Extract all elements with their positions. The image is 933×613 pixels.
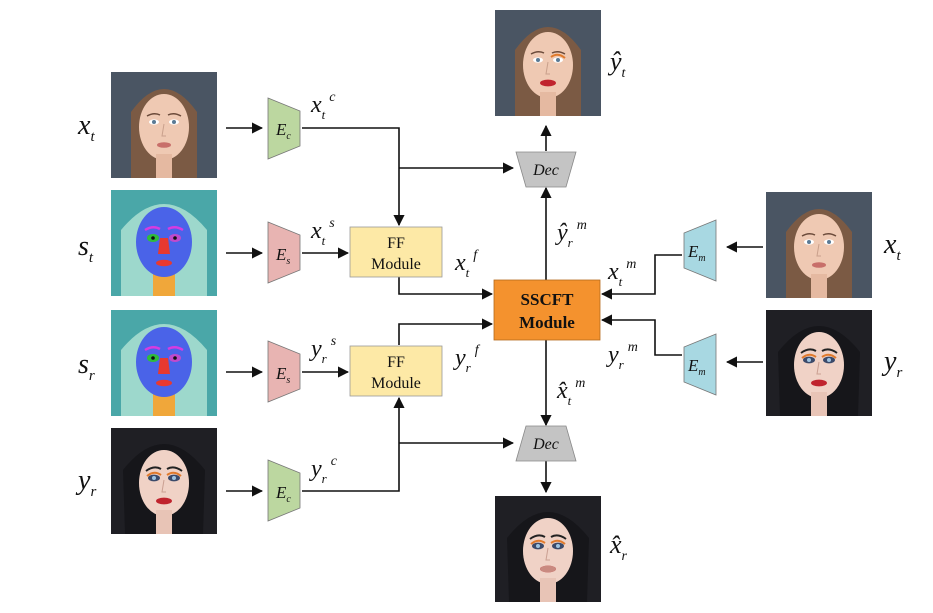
- ff-bottom-line1: FF: [387, 354, 405, 371]
- arrow-ff-top-to-sscft: [398, 277, 494, 300]
- label-xt-left: xt: [77, 110, 95, 145]
- es-top-label: Es: [275, 245, 290, 267]
- em-bottom-label: Em: [687, 356, 706, 378]
- feature-xt-m: xtm: [607, 257, 636, 289]
- label-xt-right: xt: [883, 229, 901, 264]
- arrow-ec-to-ff-top: [302, 127, 405, 227]
- es-bottom-label: Es: [275, 364, 290, 386]
- feature-yr-f: yrf: [453, 343, 481, 375]
- ec-bottom-label: Ec: [275, 483, 291, 505]
- output-label-yhat-t: ŷt: [607, 47, 627, 81]
- dec-bottom-label: Dec: [532, 436, 559, 453]
- right-input-labels: xt yr: [881, 229, 902, 381]
- feature-yr-s: yrs: [309, 334, 337, 366]
- feature-xt-f: xtf: [454, 248, 479, 280]
- encoder-labels: Ec Es Es Ec Em Em: [275, 120, 706, 505]
- arrow-ff-bottom-to-sscft: [398, 318, 494, 345]
- makeup-encoder-bottom: [683, 333, 717, 396]
- source-face-image-right: [765, 191, 873, 299]
- sscft-module: SSCFT Module: [493, 279, 601, 341]
- sscft-line2: Module: [519, 313, 575, 332]
- content-encoder-top: [267, 97, 301, 160]
- feature-yr-m: yrm: [606, 340, 638, 372]
- label-yr-right: yr: [881, 346, 902, 381]
- source-parsing-map: [109, 188, 219, 298]
- transferred-output-image: [494, 9, 602, 117]
- arrow-em-top-to-sscft: [600, 254, 682, 300]
- left-input-labels: xt st sr yr: [75, 110, 96, 500]
- ec-top-label: Ec: [275, 120, 291, 142]
- ff-top-line2: Module: [371, 256, 421, 273]
- encoders: [267, 97, 717, 522]
- semantic-encoder-top: [267, 221, 301, 284]
- feature-xt-s: xts: [310, 216, 335, 248]
- output-images: [494, 9, 602, 603]
- feature-yhat-r-m: ŷrm: [555, 218, 587, 250]
- sscft-line1: SSCFT: [521, 290, 575, 309]
- input-images-left: [109, 71, 219, 535]
- decoder-top: Dec: [515, 151, 577, 188]
- feature-xhat-t-m: x̂tm: [556, 376, 585, 408]
- ff-module-top: FF Module: [349, 226, 443, 278]
- connectors: [226, 122, 763, 497]
- feature-yr-c: yrc: [309, 454, 338, 486]
- reference-parsing-map: [109, 308, 219, 418]
- ff-module-bottom: FF Module: [349, 345, 443, 397]
- decoder-bottom: Dec: [515, 425, 577, 462]
- arrow-ec-to-ff-bottom: [302, 396, 405, 492]
- content-encoder-bottom: [267, 459, 301, 522]
- ff-bottom-line2: Module: [371, 375, 421, 392]
- output-label-xhat-r: x̂r: [609, 530, 628, 564]
- reference-makeup-image: [110, 427, 218, 535]
- label-st-left: st: [78, 231, 94, 266]
- feature-labels: xtc xts yrs yrc xtf yrf xtm yrm ŷrm x̂tm: [309, 90, 638, 486]
- makeup-encoder-top: [683, 219, 717, 282]
- arrow-em-bottom-to-sscft: [600, 314, 682, 356]
- semantic-encoder-bottom: [267, 340, 301, 403]
- ff-top-line1: FF: [387, 235, 405, 252]
- source-face-image: [110, 71, 218, 179]
- label-yr-left: yr: [75, 465, 96, 500]
- reference-makeup-image-right: [765, 309, 873, 417]
- label-sr-left: sr: [78, 349, 95, 384]
- em-top-label: Em: [687, 242, 706, 264]
- input-images-right: [765, 191, 873, 417]
- dec-top-label: Dec: [532, 162, 559, 179]
- output-labels: ŷt x̂r: [607, 47, 628, 564]
- feature-xt-c: xtc: [310, 90, 336, 122]
- removal-output-image: [494, 495, 602, 603]
